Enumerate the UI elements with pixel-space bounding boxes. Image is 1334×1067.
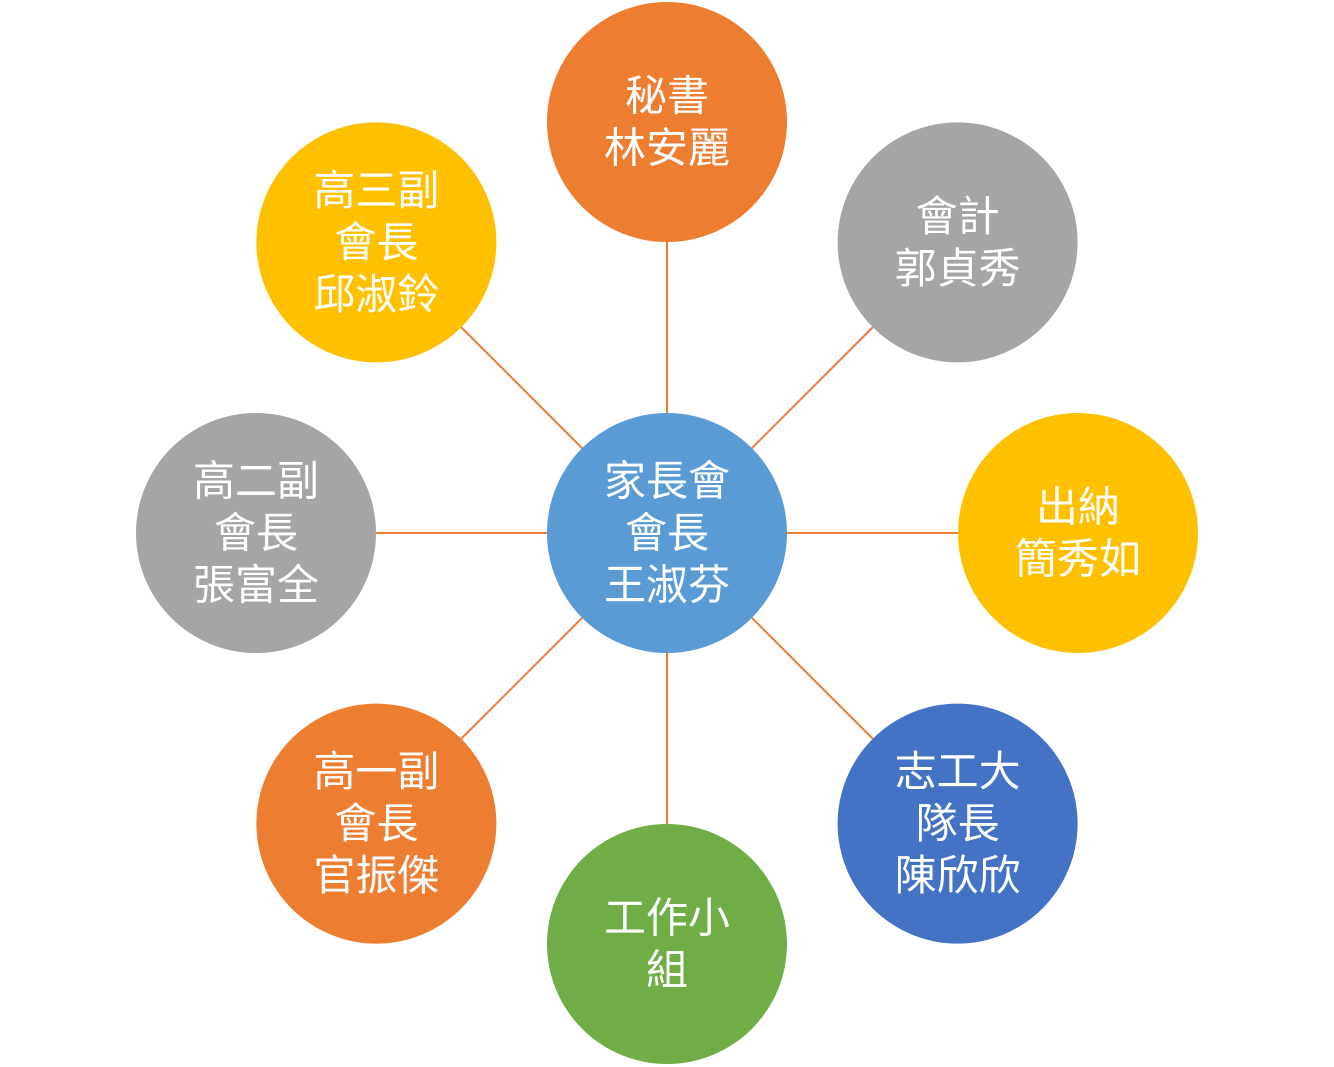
node-grade10-vice-president-circle (256, 703, 497, 944)
node-cashier-label-line: 簡秀如 (1015, 535, 1141, 584)
node-accountant-label-line: 會計 (916, 192, 1000, 241)
node-president-label-line: 王淑芬 (604, 561, 730, 610)
node-grade10-vice-president-label-line: 會長 (334, 799, 418, 848)
node-grade12-vice-president-circle (256, 122, 497, 363)
node-volunteer-captain-circle (837, 703, 1078, 944)
node-work-group-circle (547, 824, 787, 1064)
node-work-group-label-line: 工作小 (604, 894, 730, 943)
node-grade11-vice-president-label-line: 會長 (214, 509, 298, 558)
node-cashier-circle (958, 413, 1198, 653)
node-grade11-vice-president-label-line: 張富全 (193, 561, 319, 610)
connector-accountant (751, 326, 874, 449)
node-grade11-vice-president-label-line: 高二副 (193, 457, 319, 506)
node-president-label-line: 會長 (625, 509, 709, 558)
node-work-group-label-line: 組 (646, 946, 688, 995)
node-volunteer-captain-label-line: 隊長 (916, 799, 1000, 848)
node-president-circle (547, 413, 787, 653)
node-grade12-vice-president-label-line: 會長 (334, 218, 418, 267)
node-secretary-circle (547, 2, 787, 242)
node-president-label-line: 家長會 (604, 457, 730, 506)
node-accountant-label-line: 郭貞秀 (895, 244, 1021, 293)
node-grade12-vice-president-label-line: 高三副 (313, 166, 439, 215)
connector-volunteer-captain (751, 617, 874, 740)
node-cashier-label-line: 出納 (1036, 483, 1120, 532)
connector-grade10-vice-president (460, 617, 583, 740)
node-secretary-label-line: 林安麗 (604, 124, 730, 173)
node-volunteer-captain-label-line: 陳欣欣 (895, 851, 1021, 900)
node-grade11-vice-president-circle (136, 413, 376, 653)
role-nodes: 秘書林安麗會計郭貞秀出納簡秀如志工大隊長陳欣欣工作小組高一副會長官振傑高二副會長… (136, 2, 1198, 1064)
node-grade10-vice-president-label-line: 高一副 (313, 747, 439, 796)
node-grade12-vice-president-label-line: 邱淑鈴 (313, 270, 439, 319)
node-volunteer-captain-label-line: 志工大 (895, 747, 1021, 796)
node-secretary-label-line: 秘書 (625, 72, 709, 121)
connector-grade12-vice-president (460, 326, 583, 449)
connector-lines (376, 242, 958, 824)
node-accountant-circle (837, 122, 1078, 363)
node-grade10-vice-president-label-line: 官振傑 (313, 851, 439, 900)
